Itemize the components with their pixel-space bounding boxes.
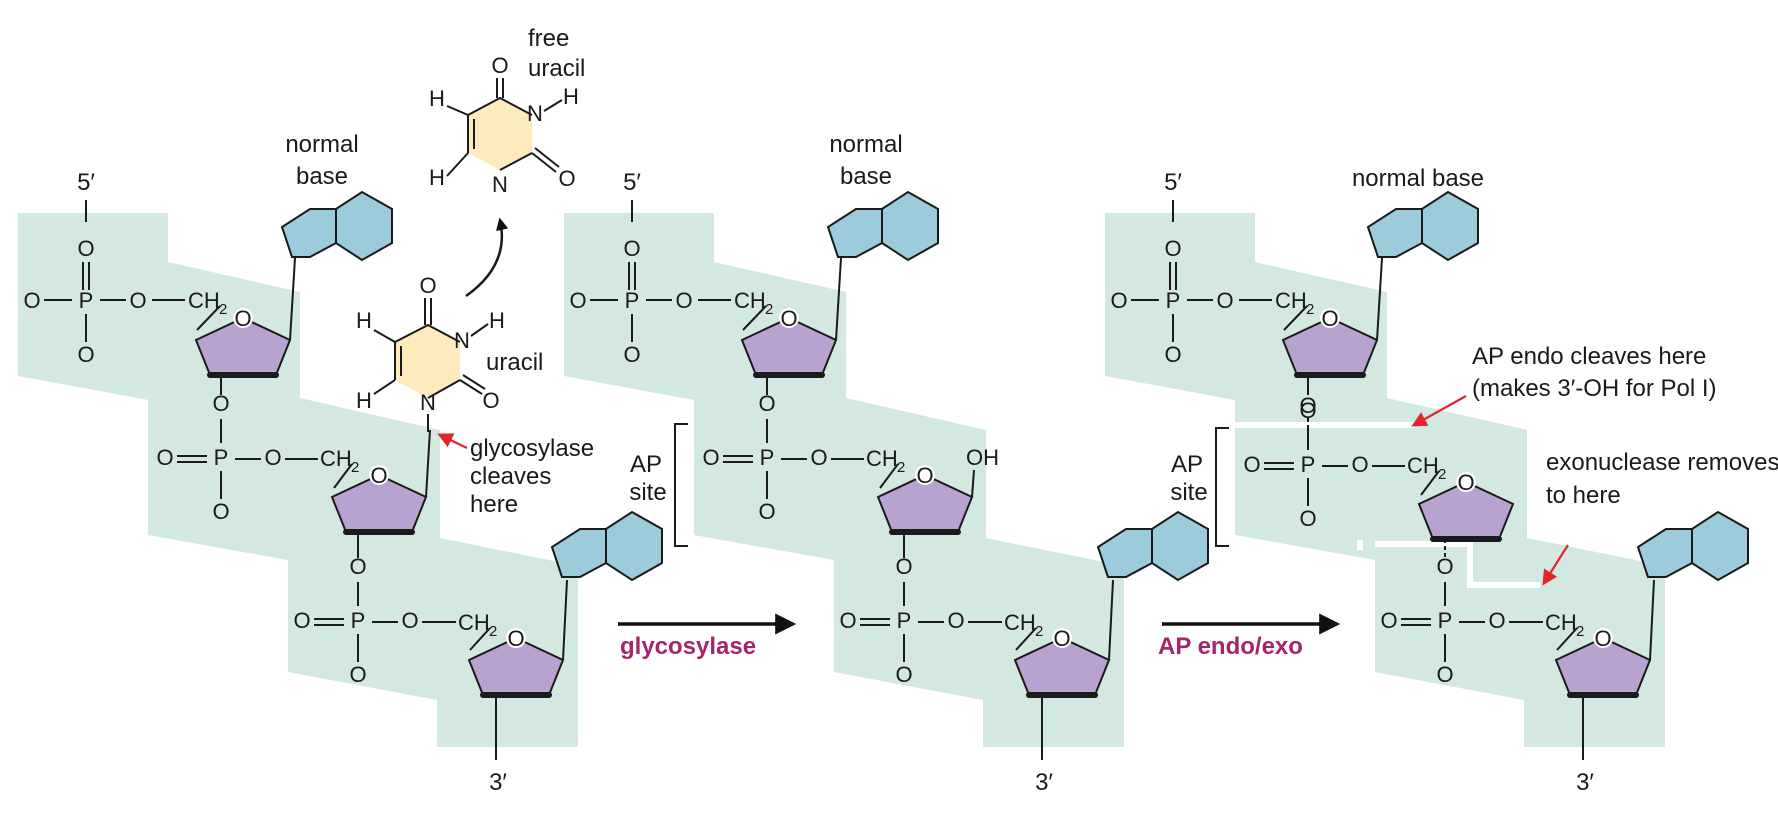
- svg-text:uracil: uracil: [528, 55, 585, 82]
- svg-text:O: O: [1110, 288, 1127, 313]
- five-prime-label-3: 5′: [1164, 169, 1182, 196]
- svg-text:cleaves: cleaves: [470, 463, 551, 490]
- svg-text:O: O: [23, 288, 40, 313]
- svg-text:O: O: [1164, 342, 1181, 367]
- svg-text:here: here: [470, 491, 518, 518]
- svg-text:O: O: [77, 236, 94, 261]
- svg-text:N: N: [492, 172, 508, 197]
- svg-text:CH: CH: [458, 610, 490, 635]
- svg-text:H: H: [356, 308, 372, 333]
- svg-text:O: O: [129, 288, 146, 313]
- svg-text:CH: CH: [734, 288, 766, 313]
- svg-text:O: O: [419, 273, 436, 298]
- svg-text:site: site: [629, 479, 666, 506]
- svg-text:2: 2: [1035, 623, 1043, 640]
- svg-text:O: O: [1164, 236, 1181, 261]
- svg-text:H: H: [356, 388, 372, 413]
- svg-text:H: H: [429, 165, 445, 190]
- ap-site-label-3: AP: [1171, 451, 1203, 478]
- svg-text:OH: OH: [966, 445, 999, 470]
- svg-text:CH: CH: [320, 446, 352, 471]
- ap-site-label: AP: [630, 451, 662, 478]
- panel-2: 5′ O P O O O CH 2 normal base CH 2 OH CH: [569, 131, 1209, 796]
- free-uracil: O N H O N H H: [429, 53, 579, 197]
- svg-text:O: O: [77, 342, 94, 367]
- three-prime-label-3: 3′: [1576, 769, 1594, 796]
- svg-text:N: N: [527, 101, 543, 126]
- normal-base-label: normal: [285, 131, 358, 158]
- release-arrow: [465, 217, 509, 298]
- svg-text:CH: CH: [1275, 288, 1307, 313]
- ap-site-bracket-3: [1215, 427, 1229, 547]
- exonuclease-cut-gap: [1375, 541, 1540, 588]
- svg-text:CH: CH: [1004, 610, 1036, 635]
- free-uracil-label: free: [528, 25, 569, 52]
- svg-text:H: H: [489, 308, 505, 333]
- attached-uracil: O N H O N H H: [356, 273, 505, 432]
- svg-text:CH: CH: [866, 446, 898, 471]
- three-prime-label-2: 3′: [1035, 769, 1053, 796]
- glycosylase-pointer: [437, 433, 468, 449]
- svg-text:P: P: [1166, 288, 1181, 313]
- uracil-label: uracil: [486, 349, 543, 376]
- five-prime-label: 5′: [77, 169, 95, 196]
- svg-text:P: P: [79, 288, 94, 313]
- svg-text:2: 2: [1438, 466, 1446, 483]
- ap-endo-pointer: [1411, 395, 1467, 427]
- svg-text:CH: CH: [1545, 610, 1577, 635]
- svg-text:P: P: [625, 288, 640, 313]
- svg-text:2: 2: [897, 459, 905, 476]
- svg-text:H: H: [563, 84, 579, 109]
- svg-text:site: site: [1170, 479, 1207, 506]
- svg-text:O: O: [675, 288, 692, 313]
- ap-site-bracket: [674, 423, 688, 547]
- svg-text:2: 2: [219, 301, 227, 318]
- svg-text:N: N: [420, 390, 436, 415]
- svg-text:O: O: [558, 166, 575, 191]
- glycosylase-cleaves-label: glycosylase: [470, 435, 594, 462]
- svg-text:O: O: [569, 288, 586, 313]
- exonuclease-pointer: [1542, 544, 1569, 586]
- svg-text:to here: to here: [1546, 482, 1621, 509]
- svg-text:O: O: [1216, 288, 1233, 313]
- panel-3: 5′ O P O O O CH 2 normal base O CH 2 CH …: [1110, 165, 1778, 796]
- ap-endo-cleaves-label: AP endo cleaves here: [1472, 343, 1706, 370]
- svg-text:H: H: [429, 86, 445, 111]
- svg-text:2: 2: [1306, 301, 1314, 318]
- svg-text:N: N: [454, 328, 470, 353]
- normal-base-label-2: normal: [829, 131, 902, 158]
- svg-text:base: base: [296, 163, 348, 190]
- svg-text:O: O: [482, 388, 499, 413]
- svg-text:2: 2: [765, 301, 773, 318]
- svg-text:2: 2: [1576, 623, 1584, 640]
- svg-text:2: 2: [351, 459, 359, 476]
- normal-base-label-3: normal base: [1352, 165, 1484, 192]
- svg-text:O: O: [623, 236, 640, 261]
- svg-text:O: O: [491, 53, 508, 78]
- svg-text:O: O: [623, 342, 640, 367]
- svg-text:base: base: [840, 163, 892, 190]
- ap-endo-note: (makes 3′-OH for Pol I): [1472, 375, 1717, 402]
- step2-label: AP endo/exo: [1158, 633, 1303, 660]
- svg-text:CH: CH: [1407, 453, 1439, 478]
- five-prime-label-2: 5′: [623, 169, 641, 196]
- svg-text:2: 2: [489, 623, 497, 640]
- exonuclease-label: exonuclease removes: [1546, 449, 1778, 476]
- panel-1: 5′ O P O O O CH 2 normal base CH 2 CH 2: [23, 25, 663, 796]
- svg-text:CH: CH: [188, 288, 220, 313]
- three-prime-label: 3′: [489, 769, 507, 796]
- step1-label: glycosylase: [620, 633, 756, 660]
